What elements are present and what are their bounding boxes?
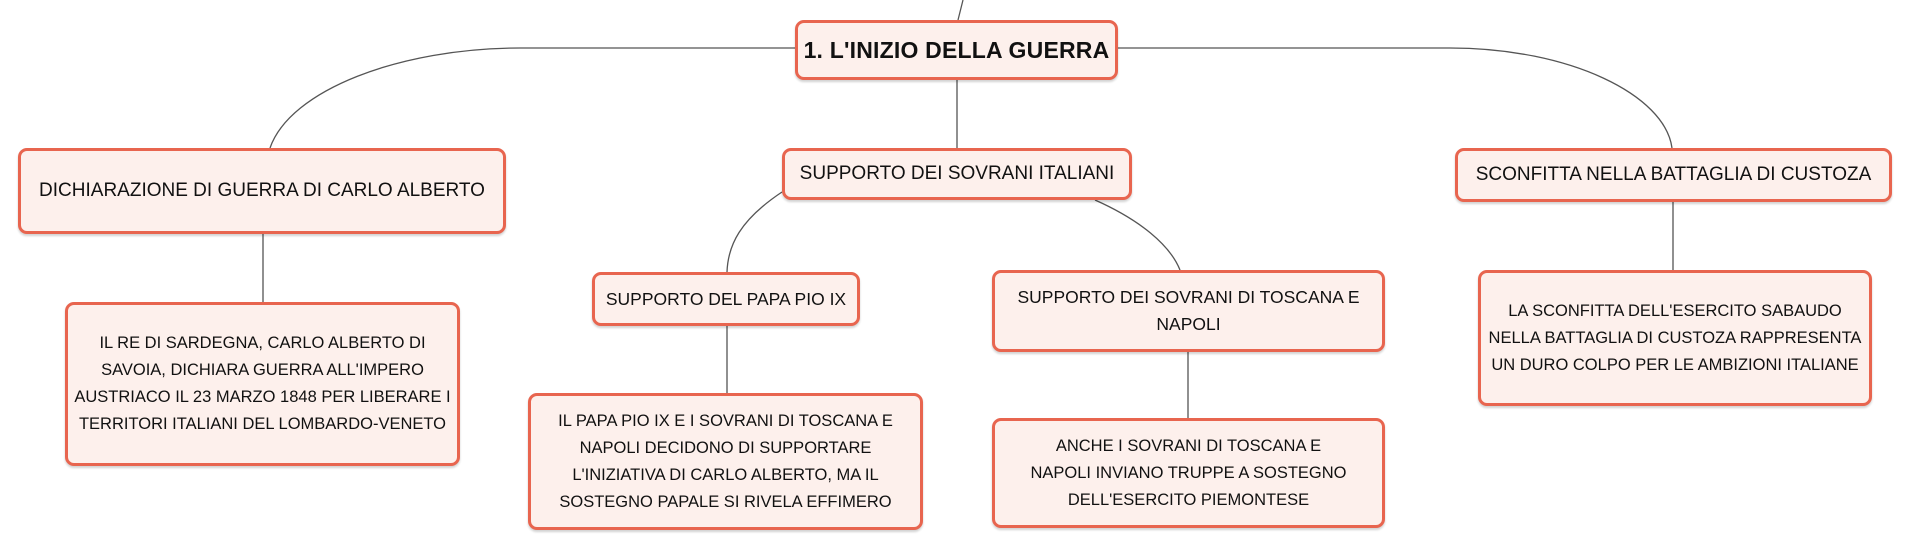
node-dichiarazione-detail-text: IL RE DI SARDEGNA, CARLO ALBERTO DI SAVO… xyxy=(74,334,451,433)
node-papa-label: SUPPORTO DEL PAPA PIO IX xyxy=(605,288,847,309)
node-sconfitta-detail[interactable]: LA SCONFITTA DELL'ESERCITO SABAUDO NELLA… xyxy=(1478,270,1872,406)
node-papa-detail[interactable]: IL PAPA PIO IX E I SOVRANI DI TOSCANA E … xyxy=(528,393,923,530)
node-sconfitta[interactable]: SCONFITTA NELLA BATTAGLIA DI CUSTOZA xyxy=(1455,148,1892,202)
root-node-label: 1. L'INIZIO DELLA GUERRA xyxy=(803,36,1110,63)
node-toscana-detail-text: ANCHE I SOVRANI DI TOSCANA E NAPOLI INVI… xyxy=(1030,436,1347,509)
node-papa-detail-text: IL PAPA PIO IX E I SOVRANI DI TOSCANA E … xyxy=(558,411,893,511)
node-toscana[interactable]: SUPPORTO DEI SOVRANI DI TOSCANA E NAPOLI xyxy=(992,270,1385,352)
connector-supporto-to-toscana xyxy=(1094,199,1181,271)
node-papa[interactable]: SUPPORTO DEL PAPA PIO IX xyxy=(592,272,860,326)
node-dichiarazione-detail[interactable]: IL RE DI SARDEGNA, CARLO ALBERTO DI SAVO… xyxy=(65,302,460,466)
node-toscana-detail[interactable]: ANCHE I SOVRANI DI TOSCANA E NAPOLI INVI… xyxy=(992,418,1385,528)
connector-parent-to-root xyxy=(957,0,964,21)
node-sconfitta-label: SCONFITTA NELLA BATTAGLIA DI CUSTOZA xyxy=(1475,164,1872,185)
connector-root-to-dichiarazione xyxy=(269,47,795,149)
node-toscana-label: SUPPORTO DEI SOVRANI DI TOSCANA E NAPOLI xyxy=(1017,287,1360,334)
connector-supporto-to-papa xyxy=(726,191,783,273)
connector-root-to-sconfitta xyxy=(1118,47,1673,149)
node-sconfitta-detail-text: LA SCONFITTA DELL'ESERCITO SABAUDO NELLA… xyxy=(1488,301,1862,374)
node-dichiarazione-label: DICHIARAZIONE DI GUERRA DI CARLO ALBERTO xyxy=(39,180,485,201)
root-node[interactable]: 1. L'INIZIO DELLA GUERRA xyxy=(795,20,1118,80)
node-dichiarazione[interactable]: DICHIARAZIONE DI GUERRA DI CARLO ALBERTO xyxy=(18,148,506,234)
node-supporto[interactable]: SUPPORTO DEI SOVRANI ITALIANI xyxy=(782,148,1132,200)
node-supporto-label: SUPPORTO DEI SOVRANI ITALIANI xyxy=(799,163,1115,184)
